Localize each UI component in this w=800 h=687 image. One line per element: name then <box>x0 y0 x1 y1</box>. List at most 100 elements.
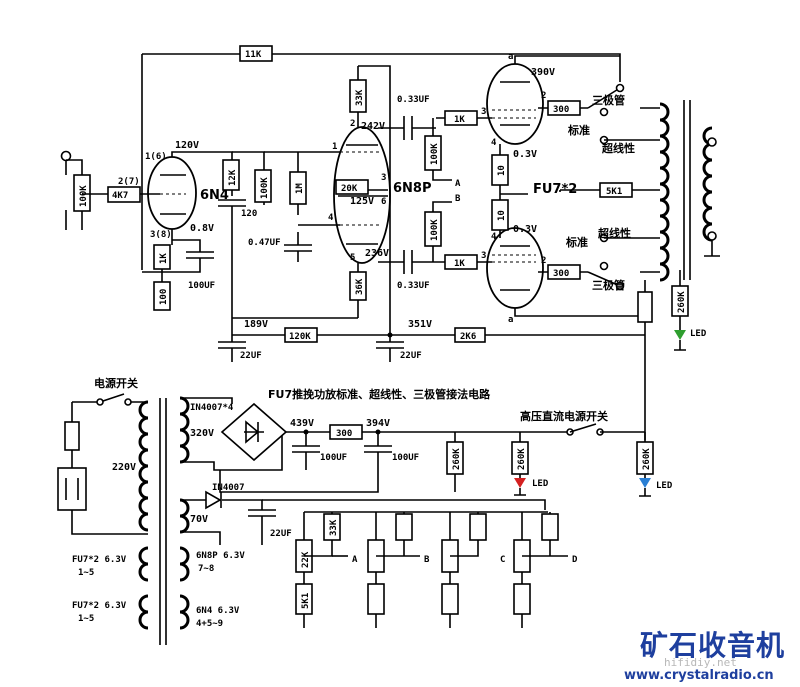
input-stage: 100K 4K7 2(7) 6N4 1(6) 3(8) 120V 0.8V 12… <box>60 140 272 335</box>
fuse-mains <box>64 421 80 451</box>
resistor-filter <box>329 424 363 440</box>
pin-input-cathode: 3(8) <box>150 230 172 240</box>
label-plate-drv: 33K <box>355 89 365 106</box>
label-bleed-3: 260K <box>642 448 652 470</box>
voltage-primary: 220V <box>112 462 136 473</box>
mains-switch-contact-a[interactable] <box>96 398 104 406</box>
resistor-div-bot-3 <box>441 583 459 615</box>
label-ultralinear2: 超线性 <box>597 226 631 240</box>
tube-6n4 <box>147 156 197 230</box>
resistor-led-bleed <box>671 285 689 317</box>
mains-switch-contact-b[interactable] <box>124 398 132 406</box>
label-heater3b: 1~5 <box>78 614 94 624</box>
label-grid-drv: 1M <box>295 183 305 194</box>
label-led2: LED <box>532 479 549 489</box>
label-grid-stop-a: 1K <box>454 115 465 125</box>
label-hv-switch[interactable]: 高压直流电源开关 <box>520 409 608 423</box>
resistor-feedback <box>239 45 273 62</box>
voltage-plate-in: 120V <box>175 140 199 151</box>
output-stage: a a 390V 3 2 4 4 3 2 FU7*2 0.3V 0.3V 10 … <box>481 52 660 325</box>
switch-a-contact2[interactable] <box>599 107 609 117</box>
led-green-icon <box>674 330 686 340</box>
node-a2: A <box>352 555 358 565</box>
label-heater1a: FU7*2 6.3V <box>72 555 127 565</box>
voltage-out-k2: 0.3V <box>513 224 537 235</box>
switch-b-contact1[interactable] <box>615 281 625 291</box>
switch-a-contact1[interactable] <box>615 83 625 93</box>
label-div-bot-1: 5K1 <box>301 593 311 609</box>
label-screen-a: 300 <box>553 105 569 115</box>
watermark-site: www.crystalradio.cn <box>624 668 774 683</box>
voltage-cathode-drv: 125V <box>350 196 374 207</box>
label-cathode-a: 10 <box>497 165 507 176</box>
tube-label-fu7: FU7*2 <box>533 182 577 197</box>
label-div-top-1: 33K <box>329 519 339 536</box>
label-decouple-2: 2K6 <box>460 332 476 342</box>
node-b1: B <box>455 194 461 204</box>
resistor-cathode-b <box>491 199 509 231</box>
label-standard2: 标准 <box>565 235 588 249</box>
pin-driver-2: 2 <box>350 119 355 129</box>
output-transformer <box>659 100 720 282</box>
label-grid-leak-b: 100K <box>430 219 440 241</box>
label-c-f1: 100UF <box>320 453 347 463</box>
pin-out-a4: 4 <box>491 138 497 148</box>
pin-out-a-bot: a <box>508 315 513 325</box>
resistor-cathode-a <box>491 154 509 186</box>
label-c-dec2: 22UF <box>400 351 422 361</box>
mode-switches[interactable]: 三极管 标准 超线性 标准 超线性 三极管 <box>565 83 660 293</box>
watermark-brand: 矿石收音机 <box>640 629 786 662</box>
label-mains-switch[interactable]: 电源开关 <box>94 376 138 390</box>
pin-driver-6: 6 <box>381 197 386 207</box>
pin-out-b2: 2 <box>541 256 546 266</box>
label-c-120: 120 <box>241 209 257 219</box>
resistor-bleed-3 <box>636 441 654 475</box>
label-triode: 三极管 <box>592 93 625 107</box>
label-rectifier: IN4007*4 <box>190 403 234 413</box>
switch-b-contact2[interactable] <box>599 261 609 271</box>
label-c-in: 100UF <box>188 281 215 291</box>
label-led-bleed: 260K <box>677 291 687 313</box>
pin-input-grid: 2(7) <box>118 177 140 187</box>
resistor-bias <box>599 182 633 198</box>
label-triode2: 三极管 <box>592 278 625 292</box>
tube-label-6n8p: 6N8P <box>393 181 432 196</box>
resistor-div-bot-1 <box>295 583 313 615</box>
resistor-plate-in <box>222 159 240 191</box>
resistor-tail <box>349 271 367 301</box>
label-heater4b: 4+5~9 <box>196 619 223 629</box>
node-b2: B <box>424 555 430 565</box>
coupling-network: 0.33UF 0.33UF 1K 1K 100K 100K A B <box>378 95 492 291</box>
voltage-cathode-in: 0.8V <box>190 223 214 234</box>
resistor-bleed-2 <box>511 441 529 475</box>
resistor-plate-drv-a <box>349 79 367 113</box>
label-c-couple-a: 0.33UF <box>397 95 430 105</box>
label-ultralinear: 超线性 <box>601 141 635 155</box>
label-bleed-1: 260K <box>452 448 462 470</box>
label-filter: 300 <box>336 429 352 439</box>
pin-driver-5: 5 <box>350 253 355 263</box>
label-led3: LED <box>656 481 673 491</box>
pin-driver-1: 1 <box>332 142 337 152</box>
led-blue-icon <box>639 478 651 488</box>
resistor-decouple-2 <box>454 327 486 343</box>
resistor-plate-load <box>254 169 272 203</box>
circuit-title: FU7推挽功放标准、超线性、三极管接法电路 <box>268 387 491 401</box>
resistor-bleed-1 <box>446 441 464 475</box>
voltage-dec1: 189V <box>244 319 268 330</box>
resistor-grid-leak-a <box>424 135 442 171</box>
label-cathode-link: 20K <box>341 184 358 194</box>
voltage-plate-drv: 242V <box>361 121 385 132</box>
label-heater2a: 6N8P 6.3V <box>196 551 245 561</box>
resistor-series-in <box>107 186 141 203</box>
voltage-rect: 439V <box>290 418 314 429</box>
voltage-dec2: 351V <box>408 319 432 330</box>
label-c-bias: 22UF <box>270 529 292 539</box>
label-standard: 标准 <box>567 123 590 137</box>
watermark-hifidiy: hifidiy.net <box>664 656 737 669</box>
resistor-screen-b <box>547 264 581 280</box>
speaker-terminal-hot <box>707 137 717 147</box>
voltage-out-k: 0.3V <box>513 149 537 160</box>
resistor-decouple-1 <box>284 327 318 343</box>
